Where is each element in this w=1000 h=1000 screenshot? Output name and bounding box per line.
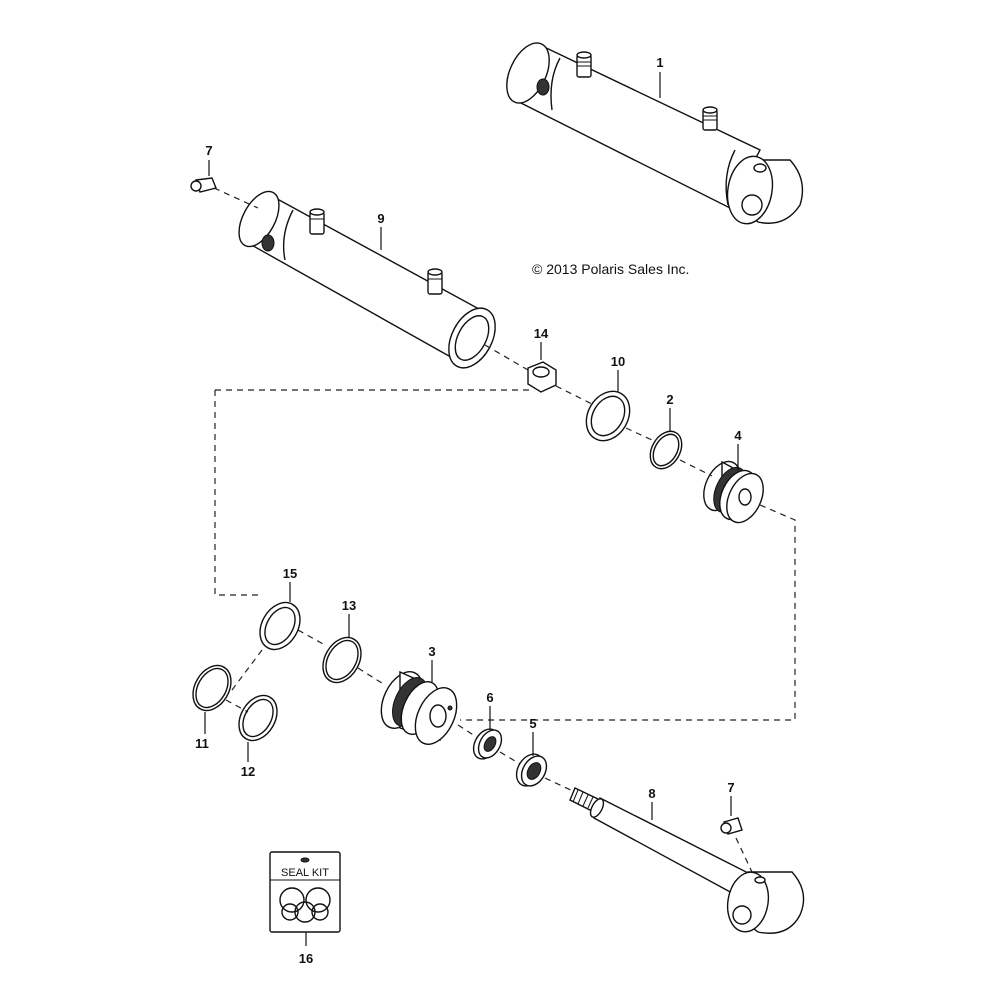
callout-2: 2	[666, 392, 673, 407]
part-3-gland[interactable]	[373, 665, 465, 751]
assembly-dashed-lines	[214, 344, 796, 873]
part-4-piston[interactable]	[697, 456, 771, 529]
callout-leaders	[204, 72, 739, 946]
callout-5: 5	[529, 716, 536, 731]
part-12-backup-ring[interactable]	[231, 689, 284, 748]
callout-4: 4	[734, 428, 742, 443]
callout-7-bottom: 7	[727, 780, 734, 795]
part-2-o-ring[interactable]	[644, 426, 688, 475]
part-8-rod[interactable]	[569, 787, 805, 935]
part-7-grease-fitting-top[interactable]	[190, 177, 217, 193]
callout-15: 15	[283, 566, 297, 581]
part-6-rod-seal[interactable]	[468, 725, 506, 764]
callout-12: 12	[241, 764, 255, 779]
part-16-seal-kit[interactable]: SEAL KIT	[269, 851, 341, 933]
part-9-fitting-a	[309, 208, 325, 235]
callout-1: 1	[656, 55, 663, 70]
callout-6: 6	[486, 690, 493, 705]
part-5-wiper-seal[interactable]	[511, 749, 551, 790]
part-15-backup-ring[interactable]	[252, 595, 308, 656]
callout-7-top: 7	[205, 143, 212, 158]
seal-kit-label: SEAL KIT	[281, 867, 329, 879]
part-9-barrel[interactable]	[231, 185, 505, 376]
callout-8: 8	[648, 786, 655, 801]
part-10-piston-seal[interactable]	[578, 383, 639, 448]
leader-7-to-9	[213, 187, 259, 209]
copyright-text: © 2013 Polaris Sales Inc.	[532, 261, 689, 277]
callout-3: 3	[428, 644, 435, 659]
part-1-fitting-b	[702, 106, 718, 131]
part-13-o-ring[interactable]	[315, 631, 368, 690]
callout-16: 16	[299, 951, 313, 966]
part-1-fitting-a	[576, 51, 592, 78]
callout-10: 10	[611, 354, 625, 369]
callout-9: 9	[377, 211, 384, 226]
callout-11: 11	[195, 736, 209, 751]
callout-numbers: 1 7 9 14 10 2 4 15 13 3 6 5 8 7 11 12 16	[195, 55, 742, 966]
part-14-nut[interactable]	[527, 361, 557, 393]
callout-13: 13	[342, 598, 356, 613]
part-1-cylinder-assembly[interactable]	[498, 36, 804, 227]
part-7-grease-fitting-bottom[interactable]	[720, 817, 743, 835]
part-9-fitting-b	[427, 268, 443, 295]
part-11-o-ring[interactable]	[185, 659, 238, 718]
callout-14: 14	[534, 326, 549, 341]
